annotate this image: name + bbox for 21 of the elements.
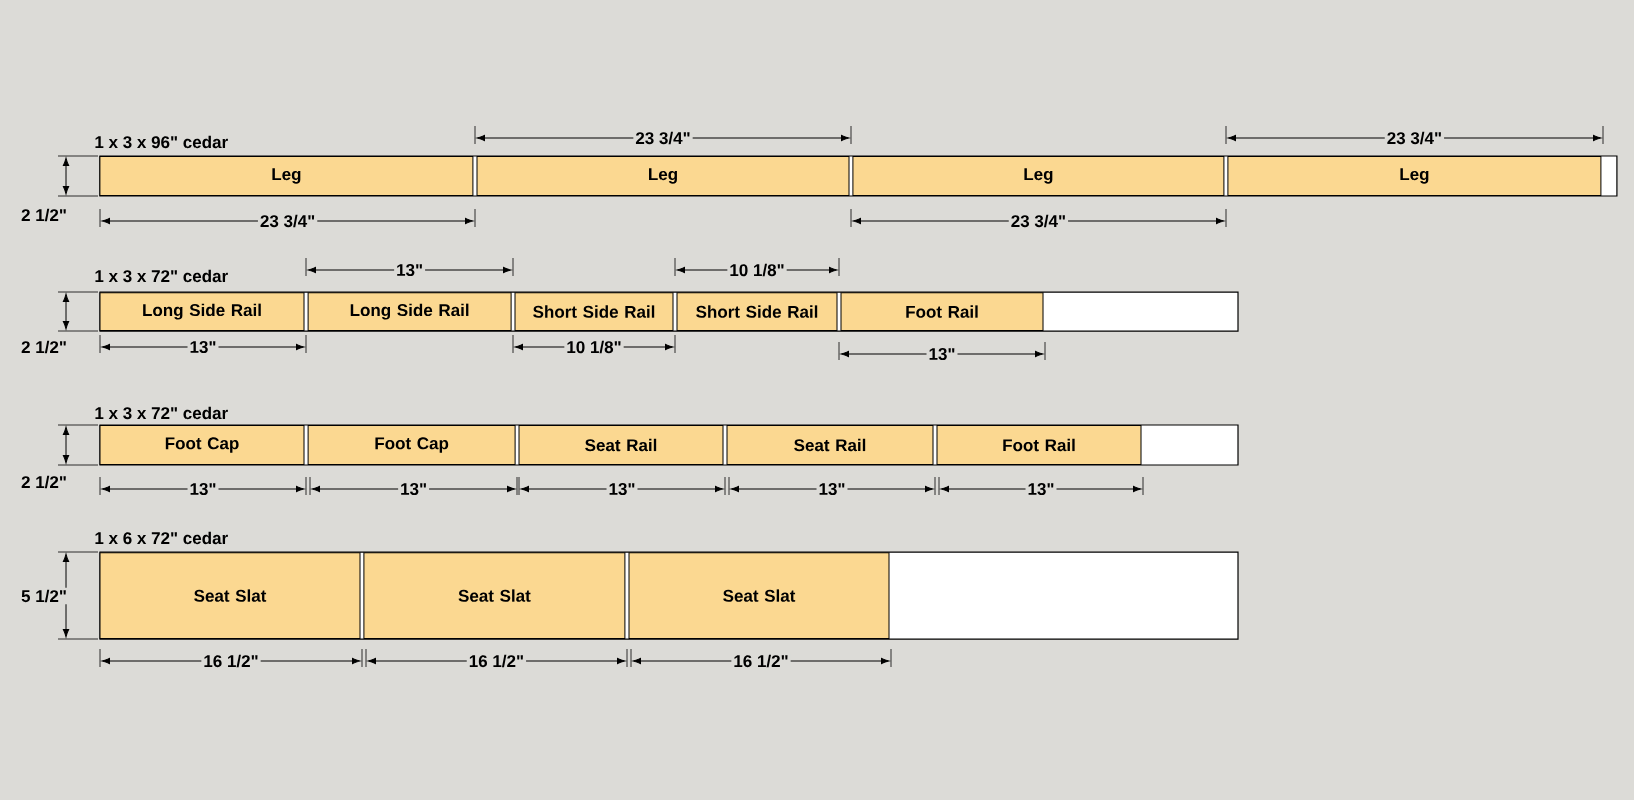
cut-piece: Seat Rail <box>518 425 724 465</box>
cut-piece: Seat Slat <box>363 552 626 639</box>
cut-piece: Seat Slat <box>628 552 890 639</box>
cut-piece: Seat Slat <box>99 552 361 639</box>
node-label: 1 x 3 x 96" cedar <box>95 135 228 149</box>
cut-piece: Long Side Rail <box>99 292 305 331</box>
node-label: 1 x 6 x 72" cedar <box>95 531 228 545</box>
cut-piece: Short Side Rail <box>514 292 674 331</box>
cut-piece: Leg <box>99 156 474 196</box>
cut-piece: Long Side Rail <box>307 292 512 331</box>
node-label: 1 x 3 x 72" cedar <box>95 269 228 283</box>
cut-piece: Seat Rail <box>726 425 934 465</box>
cut-piece: Foot Rail <box>840 292 1044 331</box>
cut-piece: Foot Cap <box>307 425 516 465</box>
cut-piece: Leg <box>476 156 850 196</box>
node-label: 1 x 3 x 72" cedar <box>95 406 228 420</box>
cut-piece: Foot Rail <box>936 425 1142 465</box>
cut-piece: Leg <box>1227 156 1602 196</box>
cut-piece: Foot Cap <box>99 425 305 465</box>
cut-piece: Short Side Rail <box>676 292 838 331</box>
cut-piece: Leg <box>852 156 1225 196</box>
